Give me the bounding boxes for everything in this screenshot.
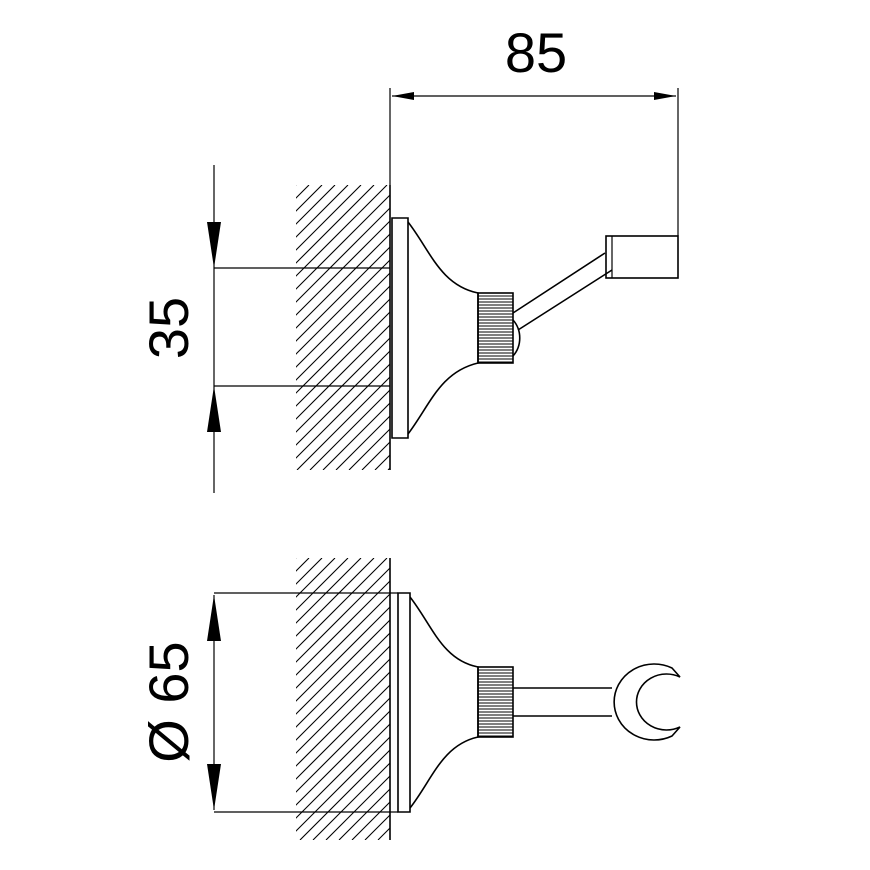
- knurl-lines-top: [478, 295, 513, 363]
- hatch-line: [391, 558, 673, 840]
- hatch-line: [299, 749, 390, 840]
- hatch-line: [296, 710, 390, 806]
- base-plate-plan: [397, 592, 411, 813]
- hatch-line: [325, 775, 390, 840]
- hatch-line: [296, 632, 390, 728]
- hatch-line: [296, 311, 390, 407]
- hatch-line: [296, 558, 388, 650]
- knurled-nut-side: [477, 292, 514, 364]
- hatch-line: [296, 697, 390, 793]
- hatch-line: [296, 337, 390, 433]
- hatch-line: [312, 762, 390, 840]
- hatch-line: [361, 441, 390, 470]
- dimension-85: 85: [389, 21, 679, 236]
- hatch-line: [296, 580, 390, 676]
- dim-65-arrow-top: [207, 595, 221, 641]
- hatch-line: [296, 185, 388, 277]
- hatch-line: [296, 233, 390, 329]
- hatch-line: [296, 285, 390, 381]
- hatch-line: [296, 567, 390, 663]
- hatch-line: [296, 376, 390, 470]
- dim-65-arrow-bottom: [207, 764, 221, 810]
- hatch-line: [296, 619, 390, 715]
- hatch-line: [296, 645, 390, 741]
- hatch-line: [296, 272, 390, 368]
- dim-65-label: Ø 65: [137, 641, 200, 762]
- dimension-35: 35: [137, 165, 390, 493]
- hatch-line: [296, 185, 375, 264]
- dim-35-label: 35: [137, 297, 200, 359]
- hatch-line: [364, 814, 390, 840]
- hatch-line: [296, 558, 349, 611]
- knurl-lines-bottom: [478, 669, 513, 737]
- hatch-line: [296, 558, 375, 637]
- dim-85-label: 85: [505, 21, 567, 84]
- hatch-line: [296, 185, 362, 251]
- base-plate-side: [391, 217, 409, 439]
- hatch-line: [296, 220, 390, 316]
- hatch-line: [296, 194, 390, 290]
- hatch-line: [377, 827, 390, 840]
- wall-hatch-top: [296, 185, 686, 470]
- knurled-nut-plan: [477, 666, 514, 738]
- hatch-line: [296, 259, 390, 355]
- hatch-line: [296, 658, 390, 754]
- hatch-line: [296, 185, 349, 238]
- hatch-line: [296, 593, 390, 689]
- dim-85-arrow-left: [392, 92, 414, 100]
- plan-view: [296, 558, 686, 840]
- dim-85-arrow-right: [654, 92, 676, 100]
- hatch-line: [309, 389, 390, 470]
- hatch-line: [296, 207, 390, 303]
- hatch-line: [404, 558, 686, 840]
- hatch-line: [296, 246, 390, 342]
- hatch-line: [296, 298, 390, 394]
- hatch-line: [296, 671, 390, 767]
- hatch-line: [296, 558, 362, 624]
- dimension-65: Ø 65: [137, 592, 398, 813]
- holder-head-side: [605, 235, 679, 279]
- hatch-line: [387, 467, 390, 470]
- angled-arm: [512, 252, 613, 331]
- collar-side: [512, 319, 521, 357]
- hatch-line: [322, 402, 390, 470]
- hatch-line: [296, 736, 390, 832]
- hatch-line: [335, 415, 390, 470]
- hatch-line: [351, 801, 390, 840]
- hatch-line: [296, 606, 390, 702]
- hatch-line: [296, 324, 390, 420]
- flared-body-side: [407, 221, 479, 435]
- flared-body-plan: [409, 596, 479, 809]
- dim-35-arrow-top: [207, 222, 221, 268]
- hatch-line: [338, 788, 390, 840]
- wall-hatch-bottom: [296, 558, 686, 840]
- side-view: [296, 185, 686, 470]
- hatch-line: [296, 684, 390, 780]
- holder-clip: [613, 663, 681, 741]
- hatch-line: [296, 363, 390, 459]
- hatch-line: [296, 723, 390, 819]
- dim-35-arrow-bottom: [207, 386, 221, 432]
- straight-arm: [513, 687, 612, 717]
- hatch-line: [401, 185, 686, 470]
- hatch-line: [296, 350, 390, 446]
